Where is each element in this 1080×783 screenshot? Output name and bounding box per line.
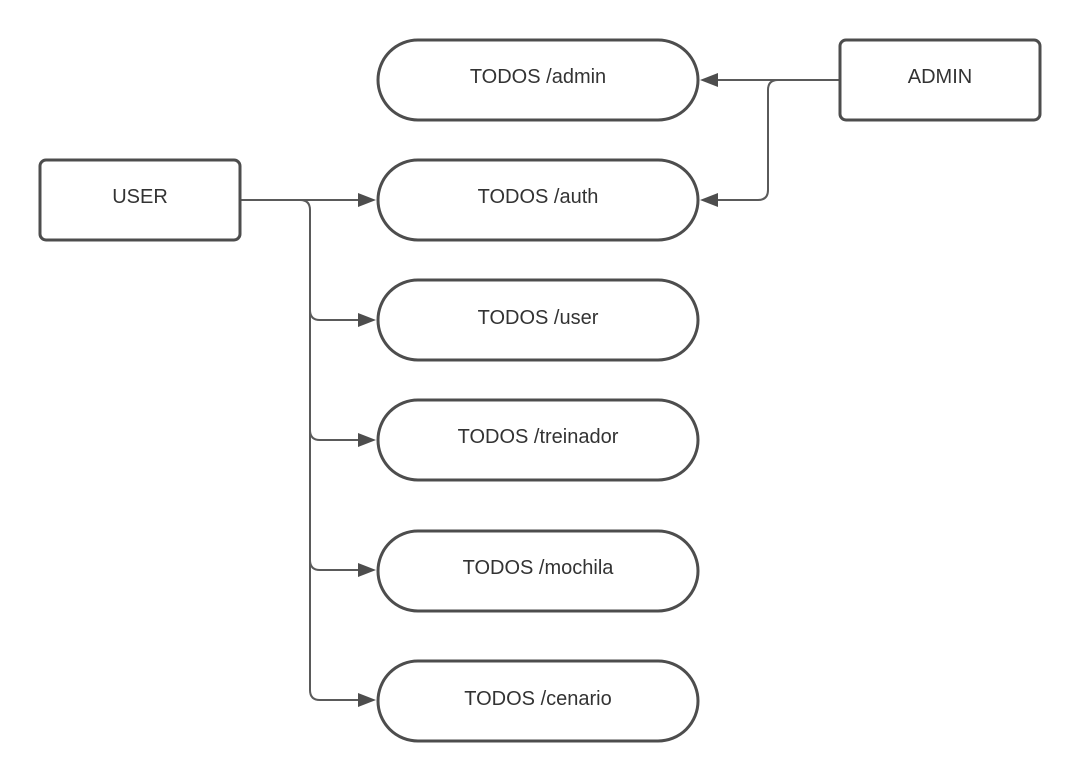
arrowhead-user-user [358,313,376,327]
route-label-user: TODOS /user [478,307,599,329]
route-node-admin: TODOS /admin [376,38,700,122]
route-shape-mochila [376,529,700,613]
route-node-user: TODOS /user [376,278,700,362]
route-shape-user [376,278,700,362]
route-node-cenario: TODOS /cenario [376,659,700,743]
route-node-auth: TODOS /auth [376,158,700,242]
arrowhead-user-treinador [358,433,376,447]
arrowhead-user-auth [358,193,376,207]
route-node-treinador: TODOS /treinador [376,398,700,482]
edge-user-to-user [309,309,360,321]
actor-node-admin: ADMIN [838,38,1042,122]
arrowhead-admin-admin [700,73,718,87]
actor-box-admin [838,38,1042,122]
arrowhead-admin-auth [700,193,718,207]
route-label-auth: TODOS /auth [478,186,599,208]
edge-user-to-treinador [309,429,360,441]
route-label-mochila: TODOS /mochila [463,557,615,579]
route-shape-auth [376,158,700,242]
connectors [241,73,840,707]
route-shape-treinador [376,398,700,482]
edge-user-to-mochila [309,559,360,571]
actor-label-admin: ADMIN [908,66,972,88]
edge-admin-to-auth [716,79,779,201]
route-shape-admin [376,38,700,122]
route-node-mochila: TODOS /mochila [376,529,700,613]
route-label-treinador: TODOS /treinador [458,426,619,448]
actor-box-user [38,158,242,242]
route-label-cenario: TODOS /cenario [464,688,611,710]
edge-user-trunk [299,199,360,701]
route-label-admin: TODOS /admin [470,66,606,88]
actor-label-user: USER [112,186,168,208]
arrowhead-user-cenario [358,693,376,707]
arrowhead-user-mochila [358,563,376,577]
actor-node-user: USER [38,158,242,242]
route-shape-cenario [376,659,700,743]
